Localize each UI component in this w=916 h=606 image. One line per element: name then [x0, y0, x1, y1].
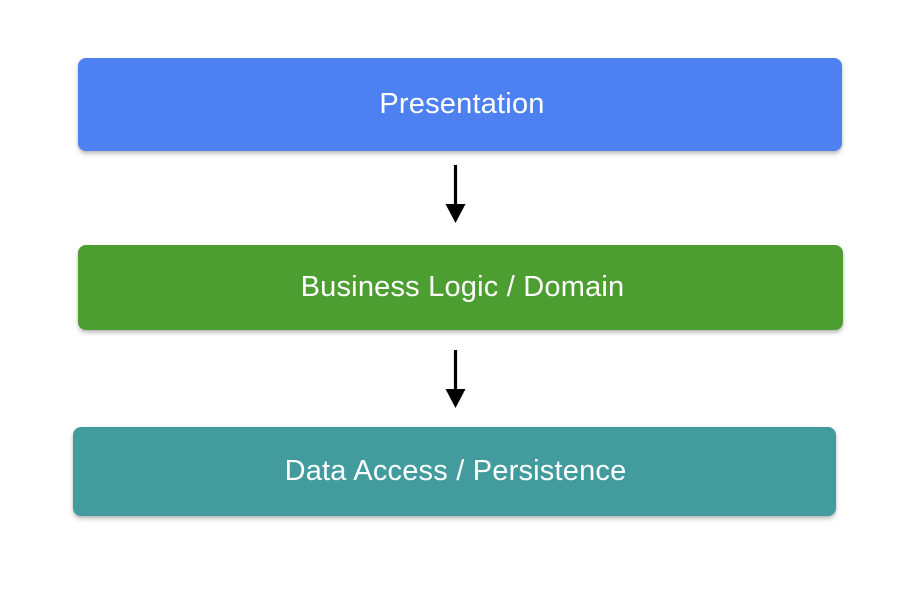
- layer-label-presentation: Presentation: [379, 88, 545, 120]
- layer-box-presentation[interactable]: Presentation: [78, 58, 842, 151]
- arrow-head: [445, 204, 466, 223]
- layer-box-data-access[interactable]: Data Access / Persistence: [73, 427, 836, 516]
- arrow-business-to-data: [445, 350, 466, 408]
- layer-label-business-logic: Business Logic / Domain: [300, 271, 625, 303]
- arrow-presentation-to-business: [445, 165, 466, 223]
- layer-box-business-logic[interactable]: Business Logic / Domain: [78, 245, 843, 330]
- arrow-head: [445, 389, 466, 408]
- layer-label-data-access: Data Access / Persistence: [284, 455, 627, 487]
